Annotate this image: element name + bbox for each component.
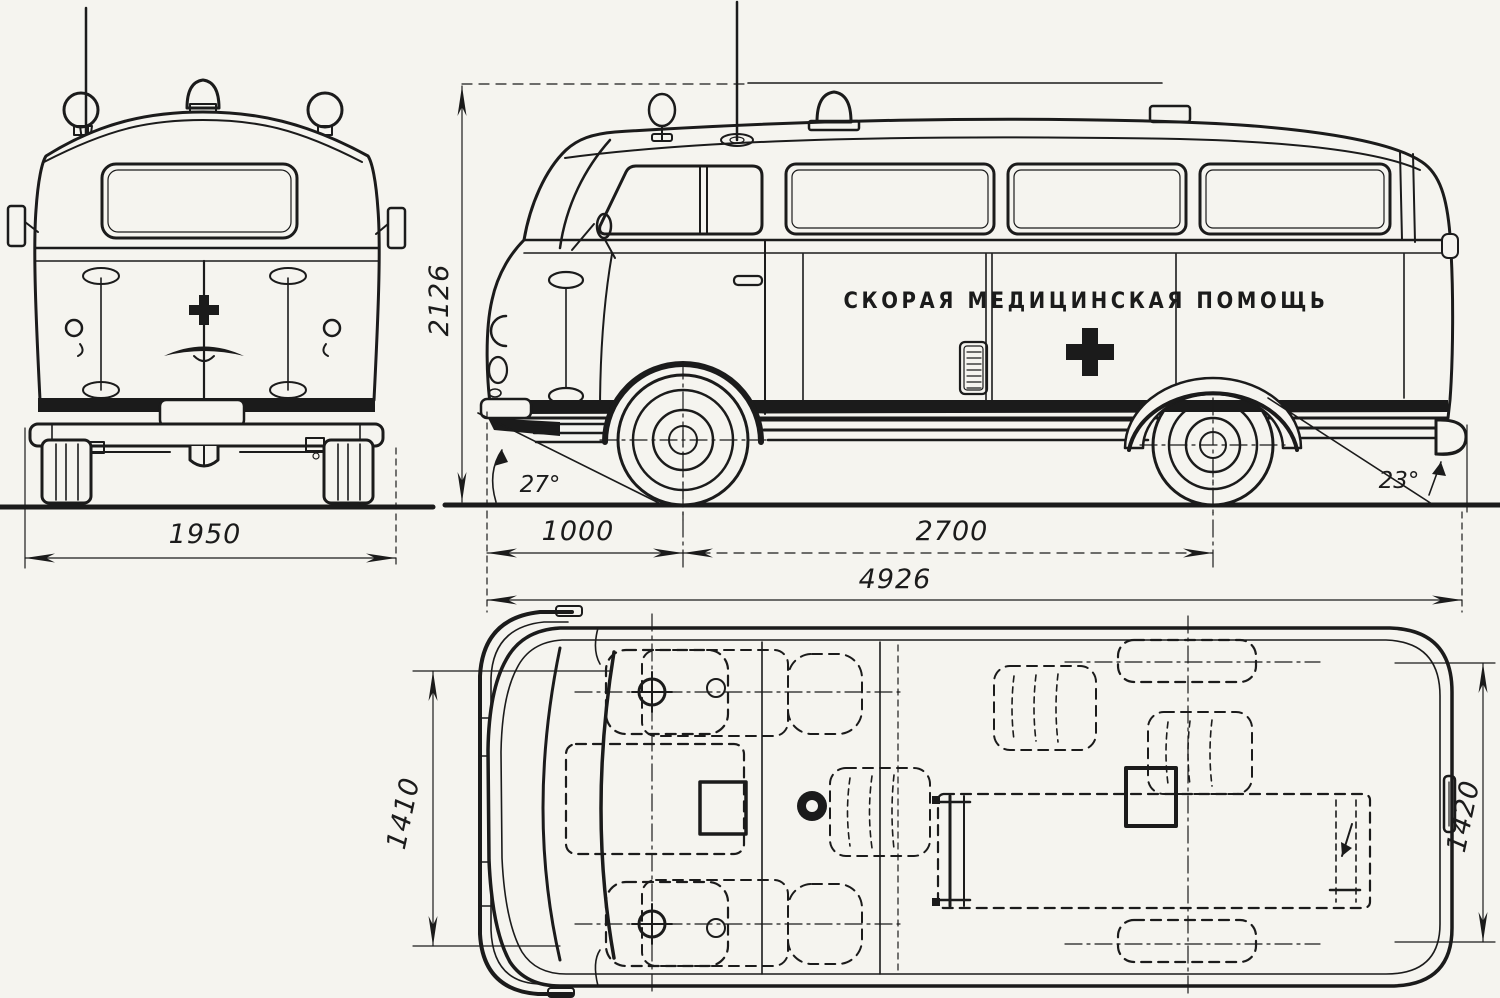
dim-label-1000: 1000 [542, 516, 615, 547]
dim-label-23deg: 23° [1379, 468, 1420, 494]
dim-label-27deg: 27° [520, 472, 561, 498]
hinge-icon [269, 267, 307, 285]
top-body-outline [486, 626, 1454, 988]
door-edge [599, 253, 613, 413]
rear-view: 1950 [0, 6, 436, 569]
engine-box [698, 780, 748, 836]
rear-body-outline [33, 110, 381, 402]
marker-lamp-icon [62, 91, 344, 136]
cabin-seat [993, 665, 1097, 751]
hinge-icon [547, 270, 585, 290]
dim-label-4926: 4926 [859, 564, 932, 595]
hinge-icon [82, 267, 120, 285]
livery-text: СКОРАЯ МЕДИЦИНСКАЯ ПОМОЩЬ [844, 289, 1329, 314]
rear-step [158, 398, 246, 428]
front-bumper [479, 397, 533, 420]
approach-angle-annotation: 27° [477, 411, 664, 513]
dim-label-2700: 2700 [916, 516, 989, 547]
turn-signal-icon [487, 355, 509, 385]
dimension-overall-height: 2126 [424, 82, 1163, 503]
attendant-seat [797, 767, 931, 857]
wheel-skirt [1123, 376, 1303, 450]
cabinet-box [1124, 766, 1178, 828]
rear-window [100, 162, 299, 240]
rear-wheel-plan [1116, 638, 1258, 684]
passenger-seat [641, 879, 863, 967]
side-body-outline [485, 117, 1455, 420]
rocker-trim [530, 416, 1440, 444]
top-view: 1410 1420 [381, 605, 1496, 998]
engine-cover [564, 742, 746, 856]
door-handle-icon [64, 318, 84, 338]
beacon-lamp-icon [807, 90, 861, 132]
windshield-arc [599, 650, 616, 960]
vent-grille-icon [958, 340, 989, 396]
side-view: 2126 [424, 0, 1500, 613]
dimension-rear-width: 1950 [24, 427, 397, 569]
side-windows [598, 151, 1416, 243]
mirror-icon [6, 204, 27, 248]
departure-angle-annotation: 23° [1267, 397, 1468, 513]
dimension-overall-length: 4926 [486, 511, 1463, 613]
door-handle-icon [732, 274, 764, 287]
stretcher [932, 792, 1372, 910]
dimension-front-overhang: 1000 [486, 429, 684, 613]
wiper-icon [571, 223, 595, 251]
rear-door-handle [1442, 774, 1457, 834]
dimension-wheelbase: 2700 [682, 459, 1214, 569]
trim-moulding [164, 346, 244, 356]
headlight-icon [489, 314, 508, 348]
front-face-arc [541, 646, 562, 962]
rear-wheel-plan [1116, 918, 1258, 964]
dim-label-2126: 2126 [424, 264, 455, 337]
rear-wheel [1123, 376, 1303, 516]
door-handle-icon [322, 318, 342, 338]
dim-label-1950: 1950 [169, 519, 242, 550]
rear-wheels [40, 438, 375, 505]
windshield [558, 138, 612, 250]
driver-seat [641, 649, 863, 737]
mirror-icon [386, 206, 407, 250]
medical-cross-icon [189, 295, 219, 325]
medical-cross-icon [1066, 328, 1114, 376]
roof-vent [1148, 104, 1192, 124]
